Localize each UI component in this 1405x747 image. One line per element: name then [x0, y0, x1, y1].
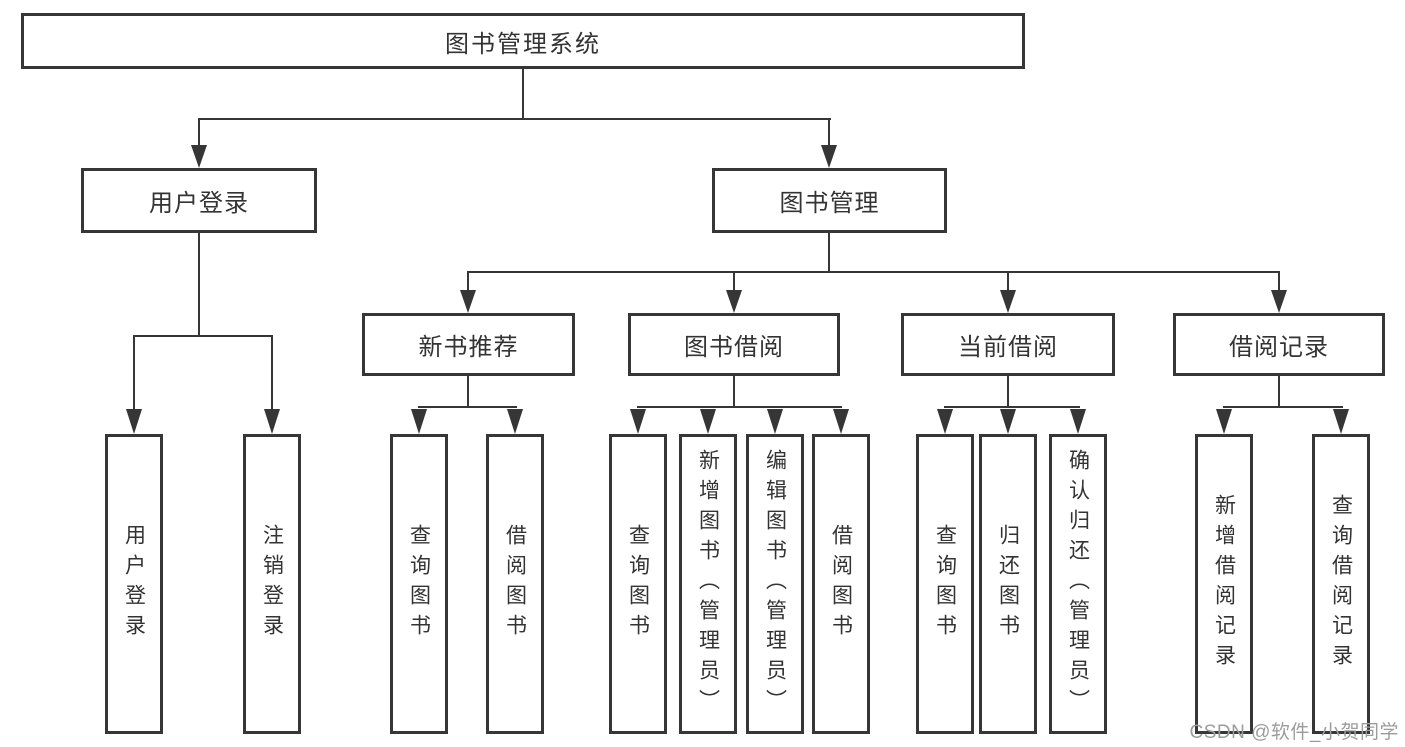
leaf-confirm-return-admin: 确认归还（管理员） [1049, 434, 1107, 734]
connector-line [467, 271, 1280, 273]
leaf-user-login: 用户登录 [105, 434, 163, 734]
leaf-user-login-label: 用户登录 [122, 524, 146, 644]
leaf-logout: 注销登录 [243, 434, 301, 734]
leaf-borrow-books-1: 借阅图书 [486, 434, 544, 734]
arrow-down-icon [767, 409, 783, 434]
connector-line [944, 406, 1080, 408]
node-root-label: 图书管理系统 [445, 30, 601, 58]
arrow-down-icon [191, 145, 207, 168]
connector-line [522, 69, 524, 119]
connector-line [198, 118, 831, 120]
connector-line [198, 232, 200, 337]
arrow-down-icon [126, 409, 142, 434]
connector-line [133, 335, 135, 412]
node-current-borrow-label: 当前借阅 [958, 334, 1058, 361]
connector-line [1278, 271, 1280, 293]
connector-line [133, 335, 273, 337]
leaf-query-books-1: 查询图书 [390, 434, 448, 734]
leaf-query-books-3-label: 查询图书 [933, 524, 957, 644]
node-user-login-label: 用户登录 [149, 190, 249, 217]
arrow-down-icon [460, 290, 476, 313]
connector-line [828, 118, 830, 148]
arrow-down-icon [1216, 409, 1232, 434]
leaf-query-books-2-label: 查询图书 [626, 524, 650, 644]
leaf-confirm-return-admin-label: 确认归还（管理员） [1066, 449, 1090, 719]
node-root: 图书管理系统 [21, 13, 1025, 69]
leaf-query-borrow-record: 查询借阅记录 [1312, 434, 1370, 734]
leaf-edit-books-admin: 编辑图书（管理员） [746, 434, 804, 734]
watermark-text: CSDN @软件_小贺同学 [1189, 722, 1399, 743]
leaf-borrow-books-2: 借阅图书 [812, 434, 870, 734]
node-new-book-recommend-label: 新书推荐 [418, 334, 519, 361]
node-book-borrow-label: 图书借阅 [684, 334, 784, 361]
connector-line [637, 406, 842, 408]
arrow-down-icon [726, 290, 742, 313]
leaf-return-books: 归还图书 [979, 434, 1037, 734]
leaf-add-books-admin-label: 新增图书（管理员） [696, 449, 720, 719]
leaf-query-books-2: 查询图书 [609, 434, 667, 734]
leaf-logout-label: 注销登录 [260, 524, 284, 644]
connector-line [198, 118, 200, 148]
arrow-down-icon [1000, 409, 1016, 434]
connector-line [418, 406, 517, 408]
arrow-down-icon [630, 409, 646, 434]
arrow-down-icon [937, 409, 953, 434]
leaf-borrow-books-1-label: 借阅图书 [503, 524, 527, 644]
arrow-down-icon [1000, 290, 1016, 313]
arrow-down-icon [833, 409, 849, 434]
arrow-down-icon [1333, 409, 1349, 434]
arrow-down-icon [700, 409, 716, 434]
leaf-add-borrow-record: 新增借阅记录 [1195, 434, 1253, 734]
leaf-query-borrow-record-label: 查询借阅记录 [1329, 494, 1353, 674]
arrow-down-icon [1271, 290, 1287, 313]
node-user-login: 用户登录 [81, 168, 317, 233]
node-current-borrow: 当前借阅 [901, 313, 1115, 376]
node-new-book-recommend: 新书推荐 [362, 313, 575, 376]
arrow-down-icon [411, 409, 427, 434]
leaf-query-books-3: 查询图书 [916, 434, 974, 734]
leaf-return-books-label: 归还图书 [996, 524, 1020, 644]
leaf-add-borrow-record-label: 新增借阅记录 [1212, 494, 1236, 674]
leaf-add-books-admin: 新增图书（管理员） [679, 434, 737, 734]
connector-line [733, 271, 735, 293]
leaf-borrow-books-2-label: 借阅图书 [829, 524, 853, 644]
connector-line [467, 271, 469, 293]
connector-line [828, 232, 830, 273]
connector-line [1007, 375, 1009, 408]
node-borrow-records: 借阅记录 [1173, 313, 1385, 376]
connector-line [1278, 375, 1280, 408]
connector-line [733, 375, 735, 408]
arrow-down-icon [1070, 409, 1086, 434]
node-book-management-label: 图书管理 [779, 190, 880, 217]
node-book-management: 图书管理 [712, 168, 947, 233]
arrow-down-icon [507, 409, 523, 434]
node-book-borrow: 图书借阅 [628, 313, 840, 376]
node-borrow-records-label: 借阅记录 [1229, 334, 1329, 361]
connector-line [1223, 406, 1343, 408]
arrow-down-icon [264, 409, 280, 434]
connector-line [467, 375, 469, 408]
arrow-down-icon [821, 145, 837, 168]
connector-line [271, 335, 273, 412]
leaf-edit-books-admin-label: 编辑图书（管理员） [763, 449, 787, 719]
connector-line [1007, 271, 1009, 293]
leaf-query-books-1-label: 查询图书 [407, 524, 431, 644]
